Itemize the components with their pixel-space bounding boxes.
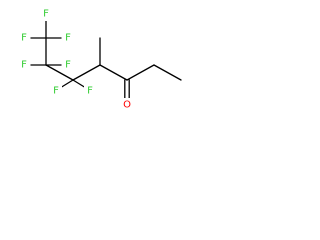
bond-c5-c6: [126, 64, 155, 81]
bond-c3-c4: [72, 64, 101, 81]
atom-f1: F: [43, 9, 49, 20]
atom-f5: F: [65, 60, 71, 71]
atom-f7: F: [87, 86, 93, 97]
atom-f6: F: [53, 86, 59, 97]
bond-c2-c3: [45, 64, 74, 81]
bond-group: [30, 18, 182, 100]
atom-labels: F F F F F F F O: [18, 8, 133, 112]
atom-f2: F: [21, 33, 27, 44]
bond-c6-c7: [153, 64, 182, 81]
bond-c4-c5: [99, 64, 128, 81]
atom-f4: F: [21, 60, 27, 71]
atom-o1: O: [123, 100, 131, 111]
bond-c3-f7: [72, 79, 87, 89]
atom-f3: F: [65, 33, 71, 44]
molecule-structure: F F F F F F F O: [18, 8, 182, 112]
bond-c3-f6: [59, 79, 74, 89]
